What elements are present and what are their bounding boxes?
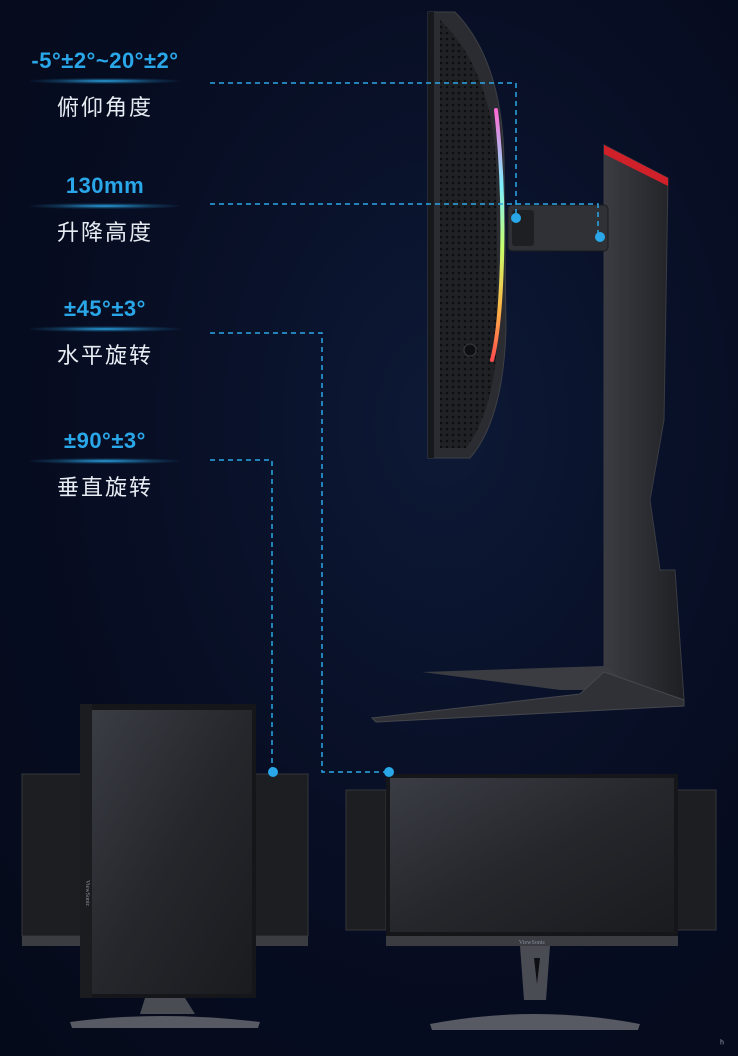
callout-dots [268,213,605,777]
pivot-bezel-brand: ViewSonic [84,880,90,907]
spec-pivot: ±90°±3° 垂直旋转 [0,428,210,502]
swivel-callout-line [210,332,388,773]
height-callout-dot [595,232,605,242]
tilt-callout-dot [511,213,521,223]
pivot-view-monitor [21,704,309,1028]
swivel-callout-dot [384,767,394,777]
spec-pivot-glow [30,458,180,464]
swivel-view-monitor [345,774,717,1030]
spec-pivot-value: ±90°±3° [64,428,146,453]
spec-swivel-value: ±45°±3° [64,296,146,321]
spec-swivel-glow [30,326,180,332]
spec-height-label: 升降高度 [56,220,153,245]
spec-tilt: -5°±2°~20°±2° 俯仰角度 [0,48,210,122]
spec-pivot-label: 垂直旋转 [56,475,153,500]
pivot-callout-dot [268,767,278,777]
corner-mark: ʰ [720,1039,724,1050]
spec-tilt-value: -5°±2°~20°±2° [31,48,179,73]
callout-lines [210,82,599,773]
side-view-monitor-panel [427,11,507,459]
spec-height-value: 130mm [65,173,145,198]
side-view-stand [370,144,685,723]
spec-height: 130mm 升降高度 [0,173,210,247]
tilt-callout-line [210,82,517,214]
spec-height-glow [30,203,180,209]
swivel-bezel-brand: ViewSonic [519,940,546,946]
spec-swivel: ±45°±3° 水平旋转 [0,296,210,370]
spec-tilt-label: 俯仰角度 [56,95,153,120]
pivot-callout-line [210,459,273,772]
spec-swivel-label: 水平旋转 [56,343,153,368]
height-callout-line [210,203,599,236]
spec-tilt-glow [30,78,180,84]
